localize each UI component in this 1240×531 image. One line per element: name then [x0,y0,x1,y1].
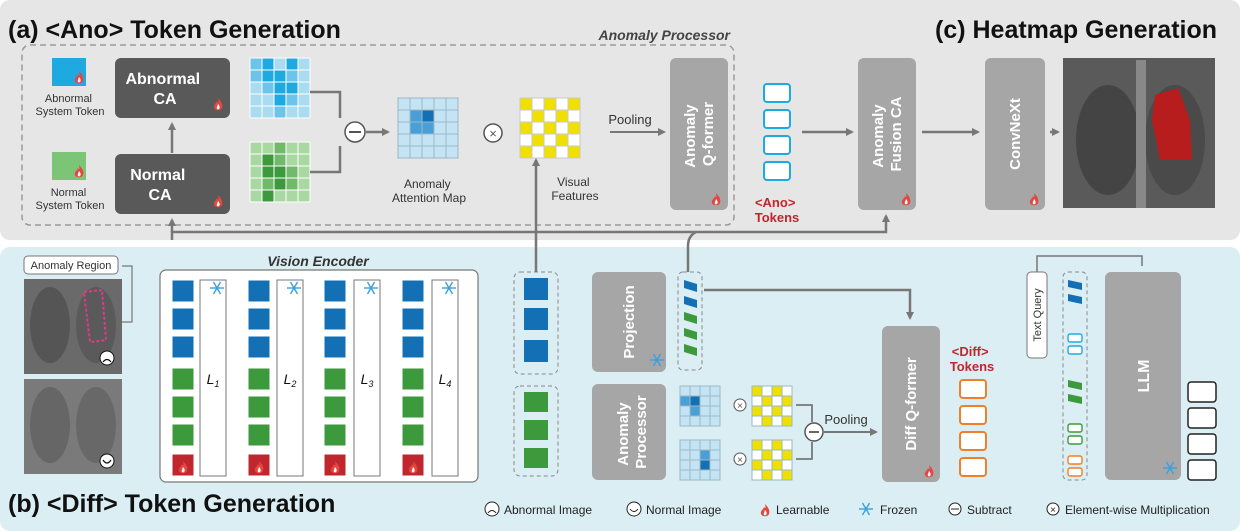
visual-features-label: Visual Features [551,175,598,203]
attention-map-label: Anomaly Attention Map [392,177,466,205]
diff-qformer-box [882,326,940,482]
diff-token-stack [959,379,987,477]
anomaly-attention-map [397,97,459,159]
normal-ca-box [115,154,230,214]
svg-text:×: × [737,401,743,412]
diff-tokens-label: <Diff> Tokens [950,344,995,374]
projection-box [592,272,666,372]
llm-input-stack [1067,280,1083,477]
svg-text:Anomaly Q-former: Anomaly Q-former [682,100,717,168]
times-circle-icon [1046,502,1060,516]
svg-text:×: × [489,126,497,141]
anomaly-processor-box-bottom [592,384,666,480]
abnormal-token-label: Abnormal System Token [36,93,105,118]
anomaly-fusion-ca-box [858,58,916,210]
svg-text:Projection: Projection [621,285,638,358]
svg-text:×: × [1050,505,1056,516]
normal-attention-grid [249,141,311,203]
svg-text:ConvNeXt: ConvNeXt [1007,98,1024,170]
convnext-box [985,58,1045,210]
svg-text:×: × [737,455,743,466]
anomaly-region-label: Anomaly Region [31,260,112,272]
svg-text:Learnable: Learnable [776,503,830,517]
normal-token-label: Normal System Token [36,187,105,212]
llm-output-stack [1187,381,1217,481]
svg-text:Frozen: Frozen [880,503,917,517]
visual-features-grid [519,97,581,159]
svg-text:Normal CA: Normal CA [130,167,190,204]
title-a: (a) <Ano> Token Generation [8,16,341,44]
svg-text:Abnormal Image: Abnormal Image [504,503,592,517]
pooling-label-top: Pooling [608,112,651,127]
svg-text:Text Query: Text Query [1032,288,1044,342]
svg-text:Diff Q-former: Diff Q-former [903,357,920,450]
abnormal-xray-image [24,279,122,374]
abnormal-ca-box [115,58,230,118]
svg-text:Normal Image: Normal Image [646,503,722,517]
svg-text:Anomaly Fusion CA: Anomaly Fusion CA [870,96,905,171]
abnormal-attention-grid [249,57,311,119]
normal-xray-image [24,379,122,474]
anomaly-qformer-box [670,58,728,210]
svg-text:Element-wise Multiplication: Element-wise Multiplication [1065,503,1210,517]
svg-text:Abnormal CA: Abnormal CA [125,71,204,108]
multiply-icon [483,123,503,143]
title-b: (b) <Diff> Token Generation [8,490,335,518]
svg-text:LLM: LLM [1136,360,1153,393]
svg-text:Subtract: Subtract [967,503,1012,517]
smile-face-icon [626,501,642,517]
heatmap-xray-image [1063,58,1215,208]
pooling-label-bottom: Pooling [824,412,867,427]
sad-face-icon [484,501,500,517]
vision-encoder-label: Vision Encoder [267,253,370,269]
ano-token-stack [763,83,791,181]
vision-encoder-box [159,269,479,483]
anomaly-processor-box [21,44,735,226]
svg-text:Anomaly Processor: Anomaly Processor [615,395,650,469]
title-c: (c) Heatmap Generation [935,16,1217,44]
ano-tokens-label: <Ano> Tokens [755,195,800,225]
legend: Abnormal Image Normal Image Learnable Fr… [484,501,1210,517]
anomaly-processor-label: Anomaly Processor [598,27,732,43]
llm-box [1105,272,1181,480]
